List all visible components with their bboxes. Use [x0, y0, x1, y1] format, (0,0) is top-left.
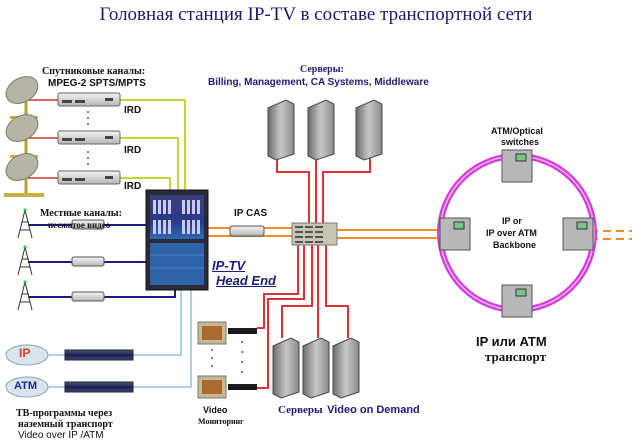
switches-label-line2: switches [501, 137, 540, 147]
satellite-feeds [28, 99, 60, 179]
satellite-label-line2: MPEG-2 SPTS/MPTS [48, 78, 146, 89]
transport-label-line1: IP или ATM [476, 334, 547, 349]
ird-label: IRD [124, 181, 142, 192]
servers-top-label-line2: Billing, Management, CA Systems, Middlew… [208, 77, 429, 88]
terrestrial-links [48, 287, 192, 388]
local-label-line2: несжатое видео [48, 220, 111, 230]
satellite-label-line1: Спутниковые каналы: [42, 66, 146, 77]
servers-top-label-line1: Серверы: [300, 64, 344, 75]
local-label-line1: Местные каналы: [40, 208, 122, 219]
monitoring-label-line1: Video [203, 405, 228, 415]
transport-label-line2: транспорт [485, 349, 546, 364]
terrestrial-label-line3: Video over IP /ATM [18, 430, 104, 441]
server-links-bottom [257, 245, 349, 389]
vod-label-prefix: Серверы [278, 404, 323, 416]
cloud-atm-label: ATM [14, 380, 38, 392]
satellite-links [120, 99, 186, 192]
terrestrial-label-line2: наземный транспорт [18, 419, 113, 430]
terrestrial-label-line1: ТВ-программы через [16, 408, 113, 419]
headend-rack [145, 189, 209, 291]
cloud-ip-label: IP [19, 346, 31, 360]
ip-cas-device [229, 225, 265, 237]
vod-label: Серверы Video on Demand [278, 400, 420, 418]
video-monitor-icon [197, 321, 257, 399]
satellite-dish-icon [4, 76, 44, 197]
atm-optical-switches [439, 149, 594, 318]
local-encoders [71, 219, 105, 302]
server-links-top [276, 158, 371, 225]
headend-label-line2: Head End [216, 273, 276, 288]
headend-label-line1: IP-TV [212, 258, 246, 273]
monitoring-label-line2: Мониторинг [198, 417, 244, 426]
backbone-center-line3: Backbone [493, 240, 537, 250]
ip-cas-label: IP CAS [234, 208, 268, 219]
ird-label: IRD [124, 105, 142, 116]
cloud-icon [5, 344, 49, 398]
terrestrial-receivers [64, 349, 134, 393]
servers-top [267, 99, 383, 161]
backbone-center-line2: IP over ATM [486, 228, 537, 238]
vod-label-suffix: Video on Demand [327, 404, 420, 416]
ird-receivers [57, 92, 121, 185]
ird-label: IRD [124, 145, 142, 156]
antenna-tower-icon [17, 208, 33, 311]
switches-label-line1: ATM/Optical [491, 126, 543, 136]
diagram-title: Головная станция IP-TV в составе транспо… [99, 4, 533, 25]
servers-vod [272, 337, 360, 399]
central-switch [291, 222, 338, 246]
backbone-center-line1: IP or [502, 216, 522, 226]
